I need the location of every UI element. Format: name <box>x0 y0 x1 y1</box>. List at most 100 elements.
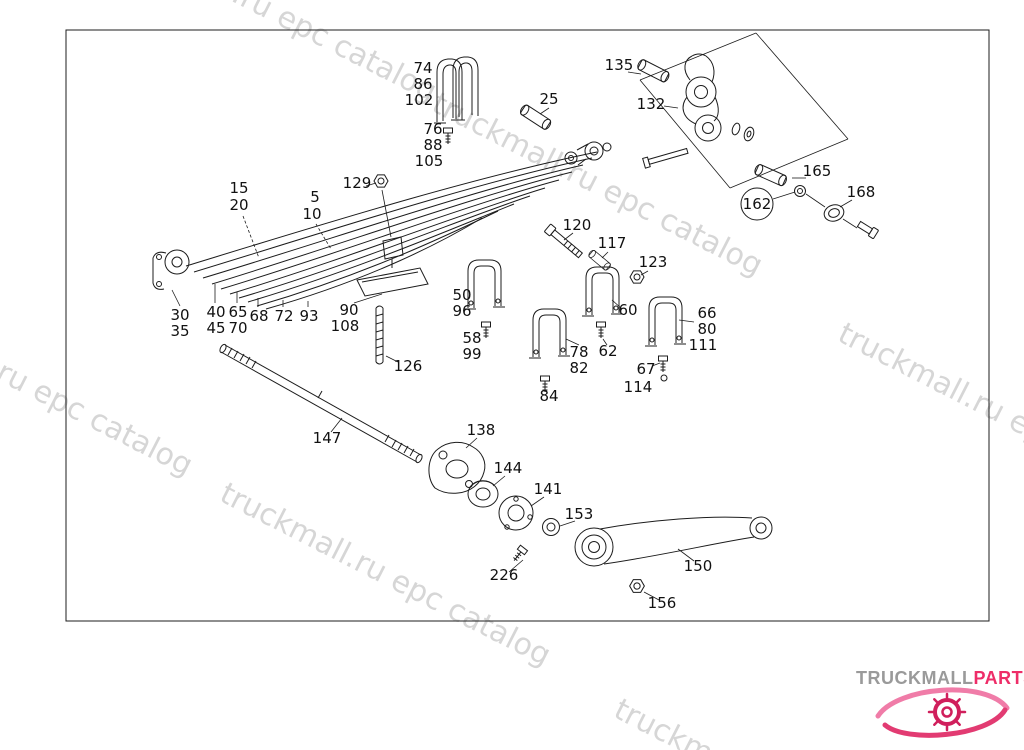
watermark-text: truckmall.ru epc catalog <box>100 0 442 109</box>
part-number-74: 74 <box>413 59 432 77</box>
part-number-65: 65 <box>228 303 247 321</box>
bolt-226 <box>510 544 529 564</box>
circled-part-number-ring <box>740 187 774 221</box>
bolt-62 <box>596 321 606 339</box>
shackle-132 <box>682 53 722 142</box>
part-number-117: 117 <box>598 234 627 252</box>
part-number-25: 25 <box>539 90 558 108</box>
part-number-82: 82 <box>569 359 588 377</box>
leader-lines <box>171 71 853 601</box>
part-number-165: 165 <box>803 162 832 180</box>
part-number-68: 68 <box>249 307 268 325</box>
part-number-99: 99 <box>462 345 481 363</box>
part-number-114: 114 <box>624 378 653 396</box>
truckmall-logo: TRUCKMALLPARTS <box>856 668 1024 738</box>
part-number-66: 66 <box>697 304 716 322</box>
part-number-226: 226 <box>490 566 519 584</box>
part-number-62: 62 <box>598 342 617 360</box>
nut-129 <box>373 174 389 188</box>
part-number-10: 10 <box>302 205 321 223</box>
part-number-78: 78 <box>569 343 588 361</box>
stud-126 <box>375 305 384 365</box>
part-number-58: 58 <box>462 329 481 347</box>
bolt-58 <box>481 321 491 339</box>
part-number-76: 76 <box>423 120 442 138</box>
part-number-138: 138 <box>467 421 496 439</box>
seal-ring <box>823 204 845 222</box>
part-number-93: 93 <box>299 307 318 325</box>
bolt-120 <box>544 223 584 259</box>
part-number-90: 90 <box>339 301 358 319</box>
part-number-5: 5 <box>310 188 320 206</box>
nut-123 <box>629 270 645 284</box>
part-number-135: 135 <box>605 56 634 74</box>
part-number-20: 20 <box>229 196 248 214</box>
drawing-layer <box>65 29 990 622</box>
part-number-50: 50 <box>452 286 471 304</box>
bolt-shackle <box>642 147 689 169</box>
pin-165 <box>752 162 789 188</box>
part-number-150: 150 <box>684 557 713 575</box>
part-number-168: 168 <box>847 183 876 201</box>
part-number-123: 123 <box>639 253 668 271</box>
diagram-border <box>65 29 990 622</box>
torque-rod-147 <box>219 343 423 464</box>
flange-141 <box>498 495 534 531</box>
washers-132 <box>731 122 755 142</box>
watermark-text: truckmall.ru epc catalog <box>832 316 1024 513</box>
part-number-35: 35 <box>170 322 189 340</box>
part-number-132: 132 <box>637 95 666 113</box>
watermark-text: truckmall.ru epc catalog <box>0 286 198 483</box>
logo-text: TRUCKMALLPARTS <box>856 668 1024 688</box>
part-number-156: 156 <box>648 594 677 612</box>
part-number-67: 67 <box>636 360 655 378</box>
part-number-84: 84 <box>539 387 558 405</box>
u-bolts <box>434 56 479 124</box>
bracket-66 <box>644 296 687 347</box>
part-number-30: 30 <box>170 306 189 324</box>
bolt-67 <box>658 355 668 373</box>
logo-text-accent: PARTS <box>973 668 1024 688</box>
radius-arm-150 <box>574 516 773 567</box>
logo-text-gray: TRUCKMALL <box>856 668 973 688</box>
bolt-76 <box>443 127 453 145</box>
part-number-144: 144 <box>494 459 523 477</box>
nut-156 <box>629 579 645 593</box>
bracket-138 <box>428 441 486 494</box>
part-number-96: 96 <box>452 302 471 320</box>
bushing-144 <box>467 480 499 508</box>
part-number-126: 126 <box>394 357 423 375</box>
bracket-60 <box>581 266 624 317</box>
part-number-72: 72 <box>274 307 293 325</box>
part-number-162: 162 <box>743 195 772 213</box>
bracket-78 <box>528 308 571 359</box>
washer-114 <box>660 374 668 382</box>
part-number-141: 141 <box>534 480 563 498</box>
part-number-70: 70 <box>228 319 247 337</box>
assembly-guide-lines <box>639 32 858 229</box>
part-number-45: 45 <box>206 319 225 337</box>
part-number-129: 129 <box>343 174 372 192</box>
part-number-102: 102 <box>405 91 434 109</box>
part-number-86: 86 <box>413 75 432 93</box>
part-number-120: 120 <box>563 216 592 234</box>
part-number-88: 88 <box>423 136 442 154</box>
part-number-111: 111 <box>689 336 718 354</box>
part-number-80: 80 <box>697 320 716 338</box>
spring-plate-90 <box>356 267 429 297</box>
ring-168 <box>794 185 806 197</box>
part-number-60: 60 <box>618 301 637 319</box>
part-number-108: 108 <box>331 317 360 335</box>
leaf-spring <box>152 141 612 310</box>
bolt-end <box>856 220 879 239</box>
part-number-105: 105 <box>415 152 444 170</box>
ring-153 <box>542 518 560 536</box>
logo-gear-swirl-icon <box>875 687 1010 738</box>
part-number-153: 153 <box>565 505 594 523</box>
part-number-40: 40 <box>206 303 225 321</box>
part-number-15: 15 <box>229 179 248 197</box>
